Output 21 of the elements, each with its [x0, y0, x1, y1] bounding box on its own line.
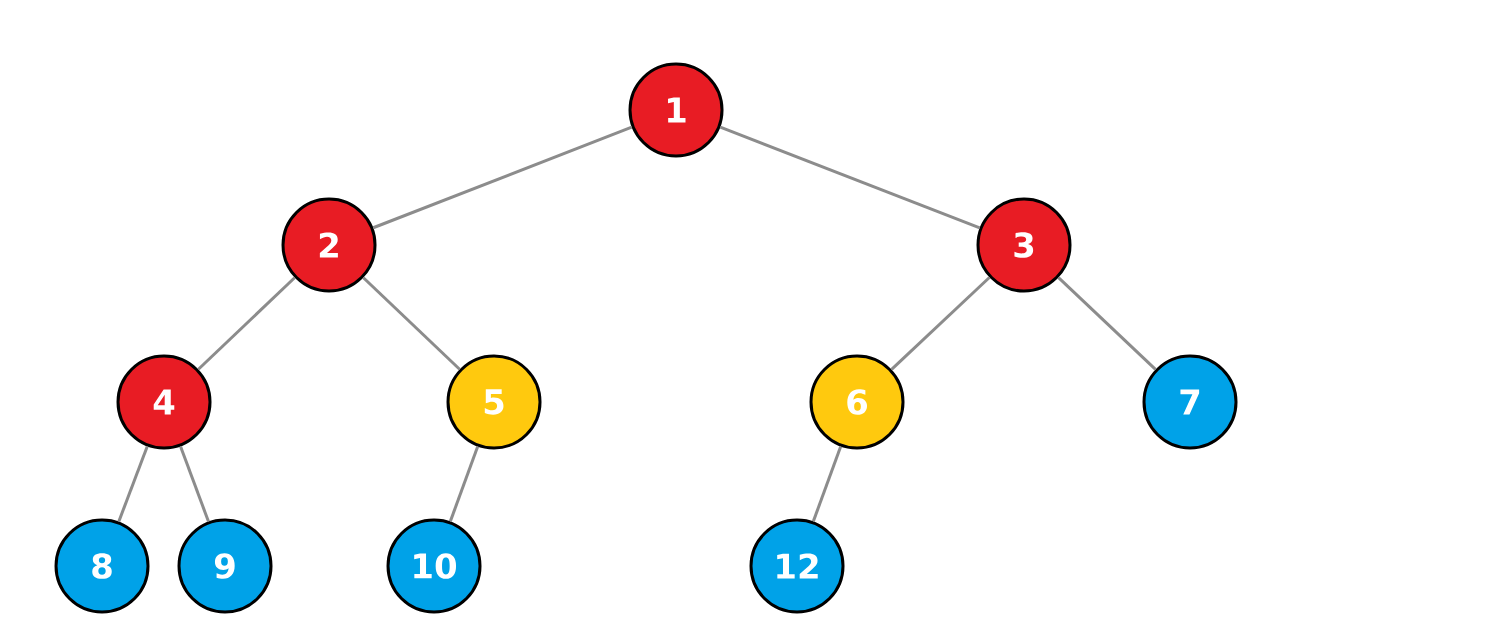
tree-node: 9: [177, 518, 273, 614]
tree-node: 2: [281, 197, 377, 293]
connector-line: [197, 276, 296, 371]
tree-node: 10: [386, 518, 482, 614]
tree-node: 1: [628, 62, 724, 158]
connector-line: [811, 446, 843, 522]
tree-node: 5: [446, 354, 542, 450]
tree-node: 12: [749, 518, 845, 614]
connector-line: [372, 125, 633, 230]
connector-line: [1057, 276, 1157, 371]
connector-line: [362, 276, 461, 371]
connector-line: [890, 276, 991, 371]
tree-node: 7: [1142, 354, 1238, 450]
connector-line: [117, 445, 149, 523]
tree-node: 8: [54, 518, 150, 614]
tree-node: 3: [976, 197, 1072, 293]
connector-line: [448, 446, 480, 522]
tree-node: 4: [116, 354, 212, 450]
connector-line: [179, 446, 210, 522]
connector-line: [719, 125, 981, 230]
tree-node: 6: [809, 354, 905, 450]
